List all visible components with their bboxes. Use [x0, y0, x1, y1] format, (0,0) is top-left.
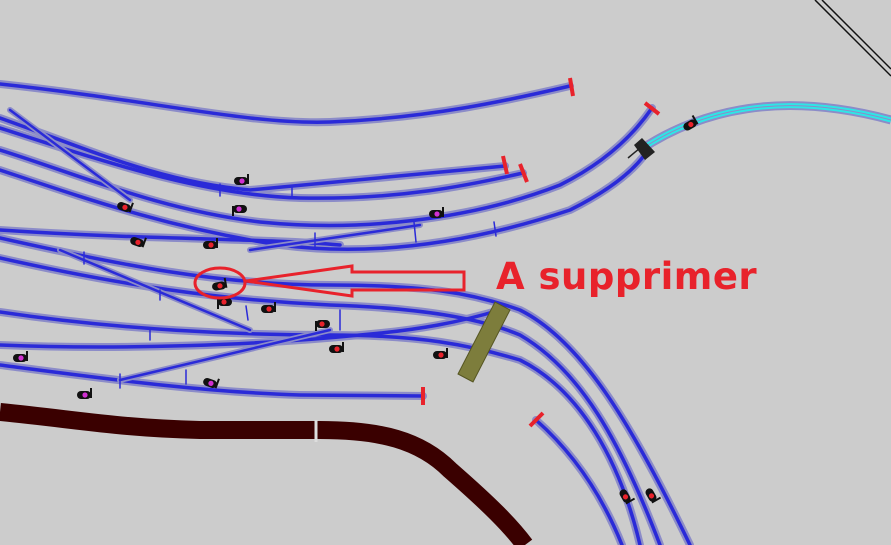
- buffer-stop-icon: [643, 101, 661, 116]
- signal-icon: [234, 174, 249, 185]
- bridge-icon: [457, 301, 511, 383]
- signal-icon: [13, 351, 28, 362]
- buffer-stop-icon: [568, 77, 575, 97]
- annotation-label: A supprimer: [496, 255, 758, 298]
- annotation-marker: [193, 264, 466, 300]
- switch-motor-icon: [627, 138, 655, 160]
- buffer-stop-icon: [528, 411, 545, 428]
- buffer-stop-icon: [501, 155, 509, 175]
- buffer-stops: [421, 77, 661, 428]
- electrified-track: [637, 101, 891, 154]
- signal-icon: [433, 348, 448, 359]
- mainline-diagonal: [814, 0, 891, 77]
- annotation-arrow-icon: [245, 264, 466, 298]
- tracks: [0, 80, 694, 545]
- signal-icon: [329, 342, 344, 353]
- signal-icon: [429, 207, 444, 218]
- highlight-circle: [193, 266, 247, 300]
- embankment-line: [0, 403, 533, 545]
- signal-icon: [77, 388, 92, 399]
- signal-icon: [217, 298, 232, 309]
- buffer-stop-icon: [518, 163, 529, 183]
